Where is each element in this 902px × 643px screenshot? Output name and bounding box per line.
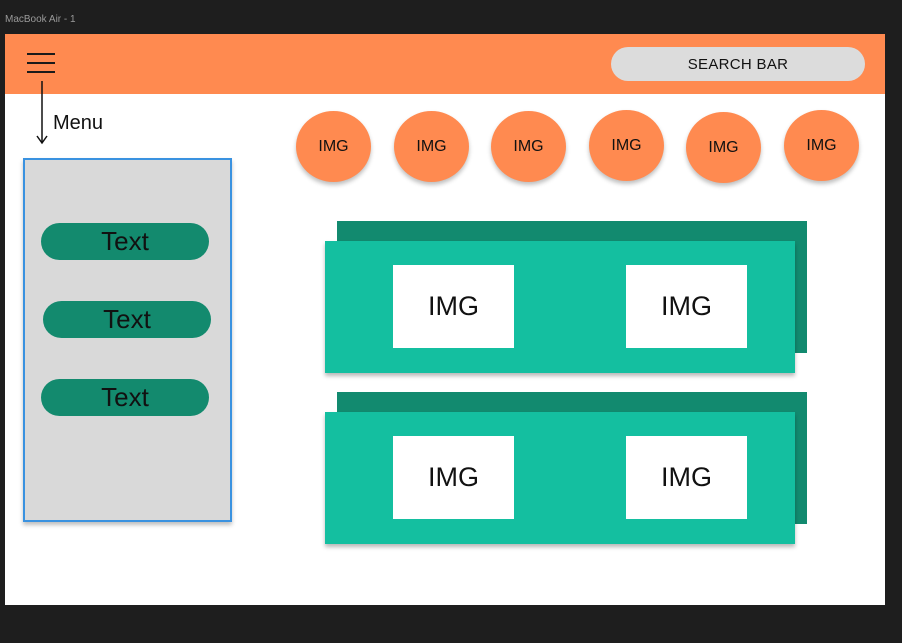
card-2[interactable]: IMG IMG <box>325 412 795 544</box>
menu-annotation-label: Menu <box>53 112 104 134</box>
circle-image-3[interactable]: IMG <box>491 111 566 182</box>
circle-image-1[interactable]: IMG <box>296 111 371 182</box>
hamburger-line <box>27 53 55 55</box>
card-2-image-left[interactable]: IMG <box>393 436 514 519</box>
menu-item-2[interactable]: Text <box>43 301 211 338</box>
arrow-down-icon <box>36 81 48 145</box>
card-2-image-right[interactable]: IMG <box>626 436 747 519</box>
card-1-image-left[interactable]: IMG <box>393 265 514 348</box>
menu-item-3[interactable]: Text <box>41 379 209 416</box>
circle-image-6[interactable]: IMG <box>784 110 859 181</box>
card-1-image-right[interactable]: IMG <box>626 265 747 348</box>
top-header: SEARCH BAR <box>5 34 885 94</box>
menu-item-1[interactable]: Text <box>41 223 209 260</box>
circle-image-2[interactable]: IMG <box>394 111 469 182</box>
card-1[interactable]: IMG IMG <box>325 241 795 373</box>
side-menu-panel: Text Text Text <box>23 158 232 522</box>
hamburger-line <box>27 62 55 64</box>
frame-label: MacBook Air - 1 <box>5 14 76 25</box>
circle-image-5[interactable]: IMG <box>686 112 761 183</box>
circle-image-4[interactable]: IMG <box>589 110 664 181</box>
hamburger-icon[interactable] <box>27 53 55 75</box>
macbook-air-frame: SEARCH BAR Menu Text Text Text IMG IMG I… <box>5 34 885 605</box>
hamburger-line <box>27 71 55 73</box>
search-bar[interactable]: SEARCH BAR <box>611 47 865 81</box>
